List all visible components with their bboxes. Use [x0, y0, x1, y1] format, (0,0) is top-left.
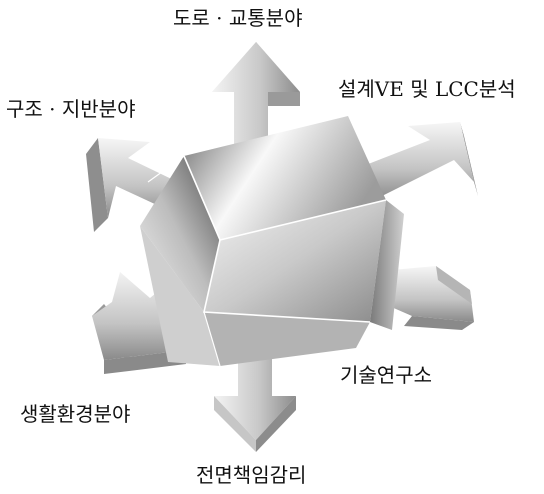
- arrow-lower-right: [380, 266, 474, 330]
- label-research-institute: 기술연구소: [340, 363, 432, 387]
- label-road-traffic: 도로 · 교통분야: [173, 6, 303, 30]
- arrow-down: [214, 340, 296, 452]
- label-full-supervision: 전면책임감리: [196, 463, 307, 487]
- label-living-environment: 생활환경분야: [20, 402, 131, 426]
- center-cube: [140, 116, 404, 367]
- label-structure-geotechnical: 구조 · 지반분야: [6, 97, 136, 121]
- label-design-ve-lcc: 설계VE 및 LCC분석: [338, 77, 516, 101]
- arrow-up: [212, 42, 300, 158]
